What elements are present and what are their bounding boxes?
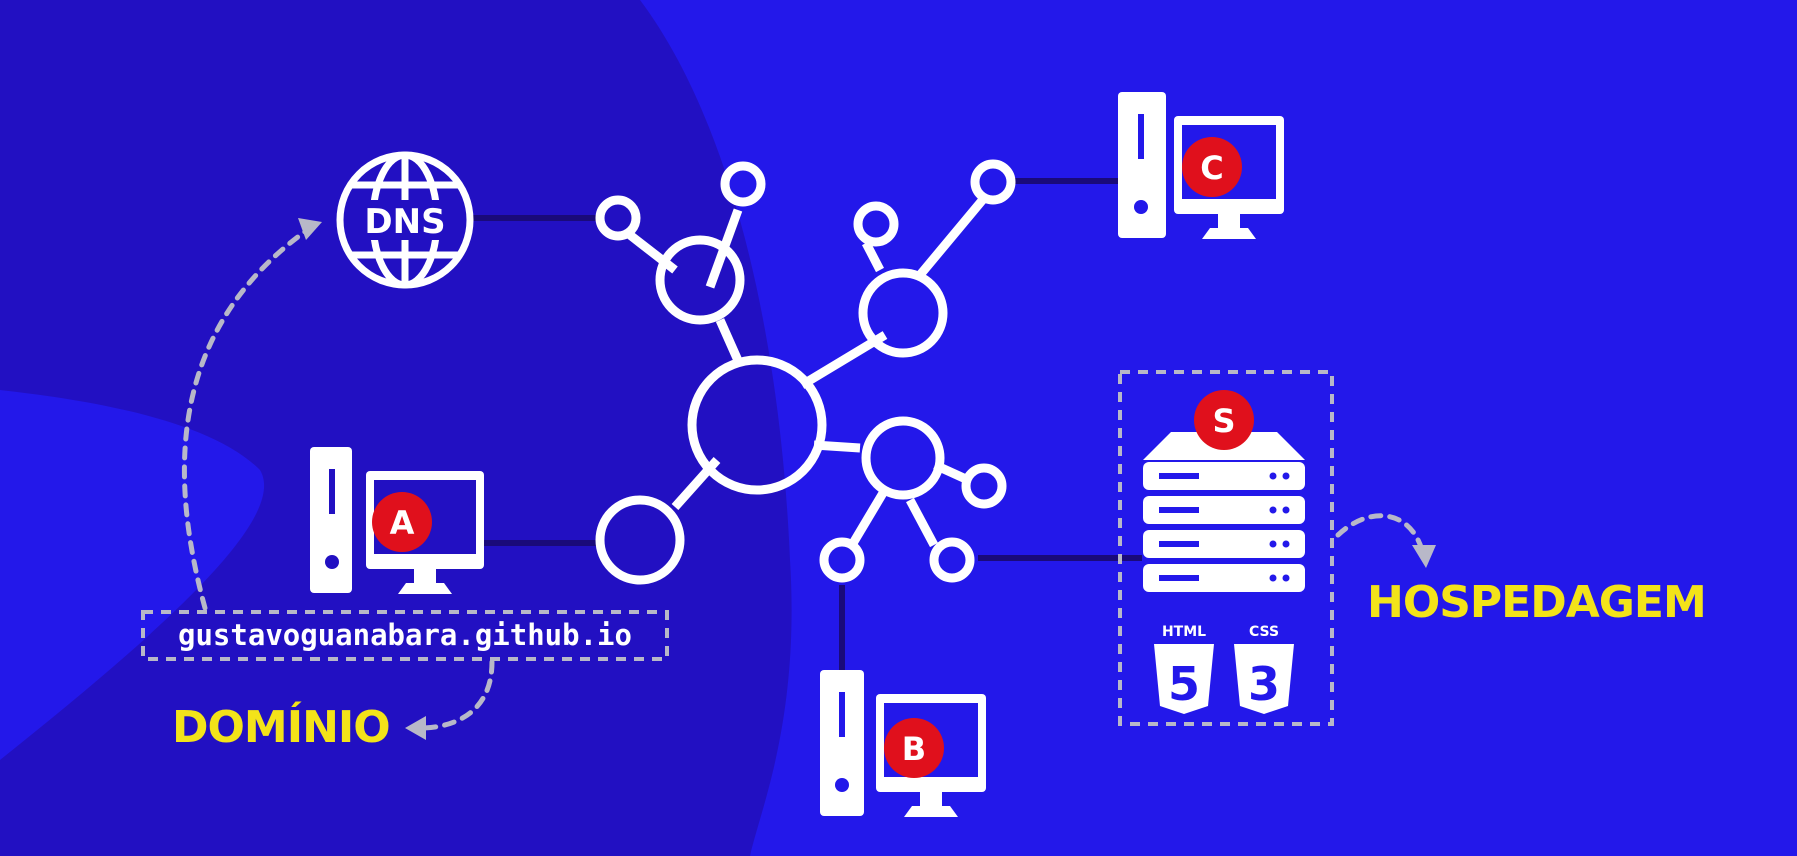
arrow-head-dns (298, 218, 322, 240)
css3-number: 3 (1248, 657, 1280, 711)
connection-lines (470, 178, 1142, 680)
arrow-head-domain (405, 716, 426, 740)
arrow-domain-to-label (417, 659, 495, 731)
computer-a-icon: A (310, 447, 484, 594)
hub-leaf-node (595, 195, 641, 241)
arrow-hosting-to-label (1335, 513, 1425, 553)
html5-shield-icon: HTML 5 (1154, 624, 1214, 714)
arrow-head-hosting (1412, 545, 1436, 568)
css3-shield-icon: CSS 3 (1234, 624, 1294, 714)
hosting-box (1118, 370, 1334, 726)
hub-leaf-node (819, 537, 865, 583)
dns-globe-icon: DNS (336, 151, 474, 289)
network-hub (595, 159, 1016, 585)
dns-label: DNS (364, 202, 445, 242)
hub-leaf-node (961, 463, 1007, 509)
arrow-domain-to-dns (181, 225, 313, 611)
hub-leaf-node (929, 537, 975, 583)
computer-c-icon: C (1118, 92, 1284, 239)
html5-number: 5 (1168, 657, 1200, 711)
hub-node (595, 495, 685, 585)
hub-center-node (687, 355, 827, 495)
hosting-label: HOSPEDAGEM (1367, 577, 1706, 628)
hub-node (858, 268, 948, 358)
computer-b-icon: B (820, 670, 986, 817)
computer-a-badge: A (390, 504, 415, 542)
domain-label: DOMÍNIO (172, 700, 390, 753)
hub-leaf-node (720, 161, 766, 207)
hub-leaf-node (970, 159, 1016, 205)
html-label: HTML (1162, 624, 1206, 640)
css-label: CSS (1249, 624, 1279, 640)
domain-box (141, 610, 669, 661)
computer-c-badge: C (1200, 149, 1223, 187)
domain-text: gustavoguanabara.github.io (178, 618, 632, 652)
dashed-arrows (181, 225, 1425, 731)
hub-leaf-node (853, 201, 899, 247)
background-shadow-shape (0, 0, 792, 856)
computer-b-badge: B (902, 730, 926, 768)
hub-node (655, 235, 745, 325)
hub-node (861, 416, 945, 500)
arrow-heads (298, 218, 1436, 740)
server-badge: S (1212, 402, 1235, 440)
server-rack-icon: S (1143, 390, 1305, 592)
